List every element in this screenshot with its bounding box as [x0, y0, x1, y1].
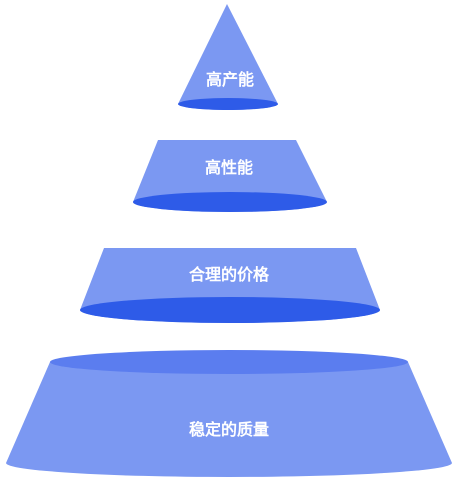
tier-2-shape — [133, 140, 327, 212]
tier-3-base-ellipse — [80, 297, 380, 323]
tier-1-label: 高产能 — [205, 70, 254, 89]
tier-1-base-ellipse — [178, 98, 278, 110]
tier-1-shape — [178, 4, 278, 110]
tier-3-shape — [80, 248, 380, 323]
tier-4-top-ellipse — [50, 350, 408, 374]
tier-2-label: 高性能 — [204, 158, 253, 177]
tier-2-base-ellipse — [133, 192, 327, 212]
tier-4-body — [6, 362, 452, 477]
tier-4-shape — [6, 350, 452, 477]
tier-4-label: 稳定的质量 — [188, 420, 269, 439]
tier-3-label: 合理的价格 — [188, 265, 269, 284]
tier-1-body — [178, 4, 278, 110]
